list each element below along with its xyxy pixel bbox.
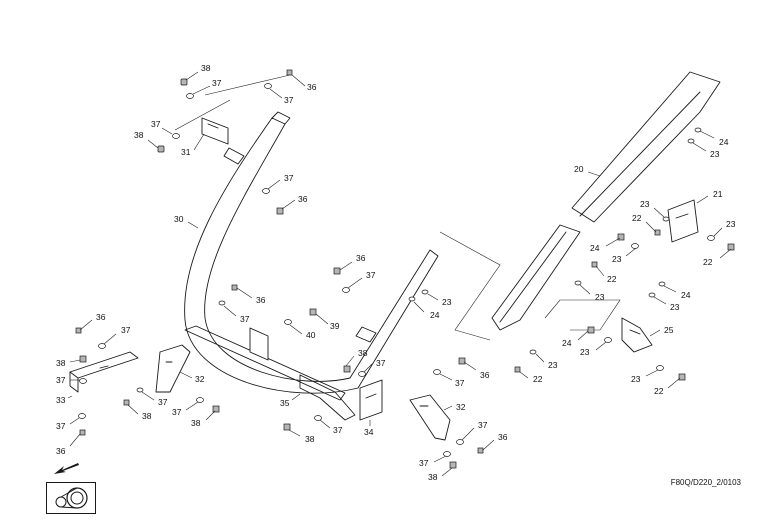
- callout-c36e: 36: [96, 312, 106, 322]
- callout-c23d: 23: [726, 219, 736, 229]
- callout-c24a: 24: [430, 310, 440, 320]
- callout-c22b: 22: [703, 257, 713, 267]
- callout-c32a: 32: [195, 374, 205, 384]
- callout-c35: 35: [280, 398, 290, 408]
- part-33-left-bracket: [69, 351, 139, 393]
- callout-c37f: 37: [366, 270, 376, 280]
- callout-c37n: 37: [455, 378, 465, 388]
- view-orientation-icon: [46, 482, 96, 514]
- callout-c36b: 36: [298, 194, 308, 204]
- part-20-side-rail: [491, 71, 721, 331]
- callout-c20: 20: [574, 164, 584, 174]
- callout-c30: 30: [174, 214, 184, 224]
- callout-c23c: 23: [640, 199, 650, 209]
- part-25-bracket: [621, 317, 653, 353]
- part-30-curved-tube: [184, 111, 439, 394]
- callout-c24c: 24: [590, 243, 600, 253]
- callout-c39: 39: [330, 321, 340, 331]
- callout-c37b: 37: [284, 95, 294, 105]
- callout-c23i: 23: [548, 360, 558, 370]
- callout-c38h: 38: [428, 472, 438, 482]
- part-21-bracket: [667, 199, 699, 243]
- callout-c32b: 32: [456, 402, 466, 412]
- callout-c25: 25: [664, 325, 674, 335]
- callout-c37a: 37: [212, 78, 222, 88]
- drawing-reference-code: F80Q/D220_2/0103: [670, 478, 741, 487]
- callout-c37i: 37: [56, 421, 66, 431]
- callout-c37l: 37: [376, 358, 386, 368]
- callout-c38b: 38: [134, 130, 144, 140]
- callout-c22e: 22: [654, 386, 664, 396]
- callout-c23b: 23: [710, 149, 720, 159]
- pulley-view-icon: [55, 487, 88, 509]
- callout-c38f: 38: [358, 348, 368, 358]
- callout-c23h: 23: [580, 347, 590, 357]
- callout-c37d: 37: [284, 173, 294, 183]
- callout-c23e: 23: [612, 254, 622, 264]
- callout-c37o: 37: [478, 420, 488, 430]
- part-32-left-bracket: [155, 344, 191, 393]
- callout-c34: 34: [364, 427, 374, 437]
- part-35-cross-frame: [184, 325, 356, 421]
- callout-c37p: 37: [419, 458, 429, 468]
- callout-c21: 21: [713, 189, 723, 199]
- callout-c36h: 36: [498, 432, 508, 442]
- callout-c37g: 37: [121, 325, 131, 335]
- callout-c36c: 36: [256, 295, 266, 305]
- callout-c23j: 23: [631, 374, 641, 384]
- callout-c31: 31: [181, 147, 191, 157]
- callout-c23g: 23: [670, 302, 680, 312]
- callout-c38d: 38: [142, 411, 152, 421]
- callout-c37j: 37: [158, 397, 168, 407]
- hardware-fasteners: [75, 69, 735, 469]
- callout-c37e: 37: [240, 314, 250, 324]
- callout-c33: 33: [56, 395, 66, 405]
- callout-c22d: 22: [533, 374, 543, 384]
- callout-labels: 38 37 36 37 37 38 31 37 36 30 36 37 36 3…: [56, 63, 736, 482]
- callout-c36f: 36: [56, 446, 66, 456]
- callout-c38c: 38: [56, 358, 66, 368]
- part-32-right-bracket: [409, 394, 451, 441]
- callout-c23f: 23: [595, 292, 605, 302]
- callout-c36d: 36: [356, 253, 366, 263]
- callout-c38e: 38: [191, 418, 201, 428]
- callout-c24b: 24: [719, 137, 729, 147]
- callout-c37h: 37: [56, 375, 66, 385]
- reference-outlines: [174, 74, 621, 341]
- callout-c23a: 23: [442, 297, 452, 307]
- callout-c22a: 22: [632, 213, 642, 223]
- callout-c24e: 24: [562, 338, 572, 348]
- callout-c37k: 37: [172, 407, 182, 417]
- callout-c40: 40: [306, 330, 316, 340]
- callout-c37c: 37: [151, 119, 161, 129]
- callout-c38g: 38: [305, 434, 315, 444]
- callout-c37m: 37: [333, 425, 343, 435]
- part-34-right-bracket: [359, 379, 383, 421]
- callout-c36g: 36: [480, 370, 490, 380]
- callout-c38a: 38: [201, 63, 211, 73]
- part-31-top-bracket: [201, 117, 229, 145]
- direction-arrow-icon: [54, 463, 79, 474]
- callout-c24d: 24: [681, 290, 691, 300]
- callout-c22c: 22: [607, 274, 617, 284]
- callout-c36a: 36: [307, 82, 317, 92]
